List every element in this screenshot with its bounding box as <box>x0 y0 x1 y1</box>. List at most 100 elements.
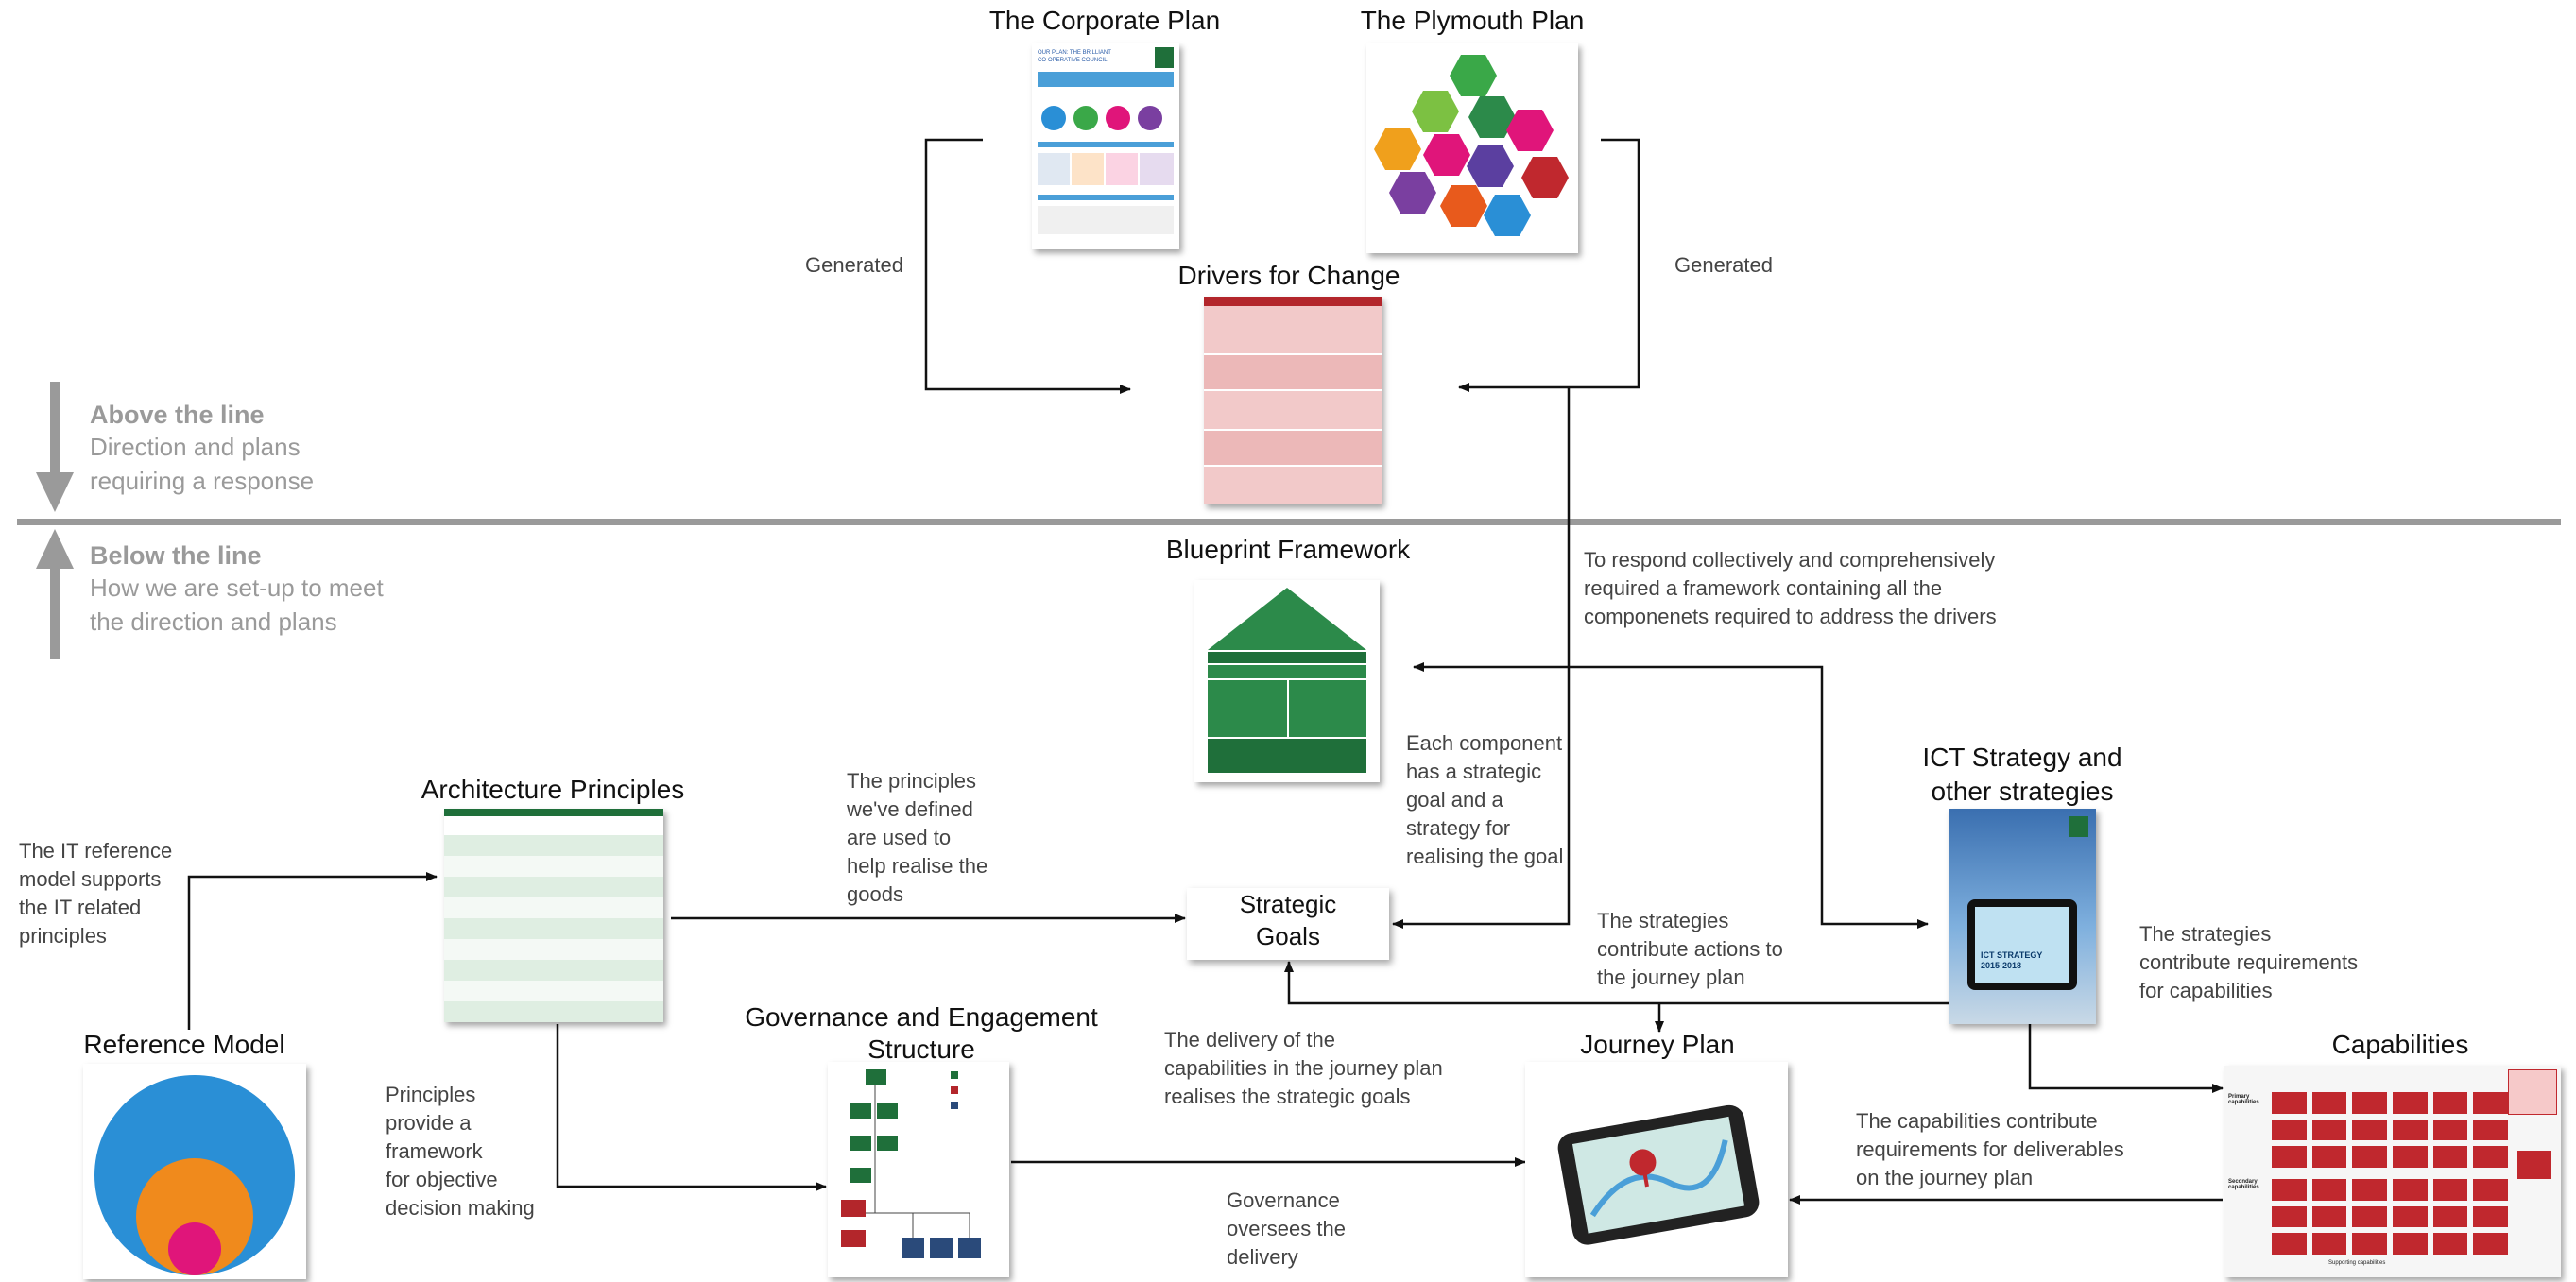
principles-note-4: help realise the <box>847 854 988 878</box>
corporate-thumb-line-1: OUR PLAN: THE BRILLIANT <box>1038 50 1111 56</box>
principles-framework-note-4: for objective <box>386 1168 498 1191</box>
principles-note-3: are used to <box>847 826 952 849</box>
journey-phone-graphic <box>1557 1104 1760 1245</box>
plymouth-plan-thumbnail <box>1366 43 1578 253</box>
capabilities-contribute-note-1: The capabilities contribute <box>1856 1109 2098 1133</box>
above-sub-2: requiring a response <box>90 467 315 495</box>
below-section-label: Below the line How we are set-up to meet… <box>90 541 384 639</box>
governance-note: Governance oversees the delivery <box>1227 1187 1346 1272</box>
framework-note: To respond collectively and comprehensiv… <box>1584 546 1997 631</box>
above-sub-1: Direction and plans <box>90 433 301 461</box>
capabilities-thumbnail: Primary capabilities Secondary capabilit… <box>2224 1066 2561 1277</box>
principles-framework-note-5: decision making <box>386 1196 535 1220</box>
ict-to-capabilities-arrow <box>2028 1024 2224 1093</box>
cap-supporting-label: Supporting capabilities <box>2328 1260 2386 1266</box>
drivers-title: Drivers for Change <box>1177 261 1400 290</box>
strategies-requirements-note-3: for capabilities <box>2139 979 2273 1002</box>
drivers-thumbnail <box>1204 297 1382 504</box>
ict-cover-line-2: 2015-2018 <box>1981 961 2022 970</box>
above-heading: Above the line <box>90 401 265 429</box>
principles-framework-note-1: Principles <box>386 1083 476 1106</box>
capabilities-contribute-note: The capabilities contribute requirements… <box>1856 1107 2124 1192</box>
ict-strategy-thumbnail: ICT STRATEGY 2015-2018 <box>1949 809 2096 1024</box>
delivery-note: The delivery of the capabilities in the … <box>1164 1026 1443 1111</box>
component-note-5: realising the goal <box>1406 845 1564 868</box>
blueprint-to-ict <box>1569 665 1929 929</box>
journey-plan-thumbnail <box>1525 1062 1788 1277</box>
cap-primary-label: Primary capabilities <box>2228 1094 2259 1105</box>
ict-strategy-title: ICT Strategy and other strategies <box>1880 741 2164 809</box>
corp-to-drivers-arrow <box>924 138 1131 394</box>
above-section-label: Above the line Direction and plans requi… <box>90 401 314 498</box>
refmodel-to-principles-arrow <box>187 872 438 1030</box>
it-reference-note-4: principles <box>19 924 107 948</box>
governance-org-graphic <box>841 1069 981 1258</box>
delivery-note-3: realises the strategic goals <box>1164 1085 1411 1108</box>
generated-right-note: Generated <box>1674 253 1773 277</box>
strategies-requirements-note-2: contribute requirements <box>2139 950 2359 974</box>
strategies-actions-note: The strategies contribute actions to the… <box>1597 907 1783 992</box>
principles-note-5: goods <box>847 882 903 906</box>
principles-note-1: The principles <box>847 769 976 793</box>
framework-note-2: required a framework containing all the <box>1584 576 1943 600</box>
below-arrow-icon <box>36 529 74 659</box>
arch-principles-thumbnail <box>444 809 663 1022</box>
strategic-goals-label-2: Goals <box>1256 922 1320 950</box>
arch-principles-title: Architecture Principles <box>421 775 685 804</box>
governance-title-2: Structure <box>867 1034 975 1064</box>
strategies-requirements-note-1: The strategies <box>2139 922 2272 946</box>
principles-framework-note: Principles provide a framework for objec… <box>386 1081 535 1222</box>
journey-plan-title: Journey Plan <box>1580 1030 1735 1059</box>
plymouth-plan-graphic <box>1374 55 1569 236</box>
reference-model-graphic <box>94 1075 295 1275</box>
ict-to-goals-arrow <box>1284 961 1949 1005</box>
plymouth-plan-title: The Plymouth Plan <box>1360 6 1585 35</box>
below-sub-2: the direction and plans <box>90 607 337 636</box>
below-heading: Below the line <box>90 541 262 570</box>
component-note-3: goal and a <box>1406 788 1503 812</box>
capabilities-title: Capabilities <box>2331 1030 2469 1059</box>
blueprint-title: Blueprint Framework <box>1165 535 1411 564</box>
principles-framework-note-2: provide a <box>386 1111 472 1135</box>
it-reference-note: The IT reference model supports the IT r… <box>19 837 172 950</box>
ict-cover-line-1: ICT STRATEGY <box>1981 950 2043 960</box>
blueprint-thumbnail <box>1194 580 1380 782</box>
reference-model-thumbnail <box>83 1064 306 1279</box>
principles-to-governance-arrow <box>556 1024 827 1191</box>
framework-trunk <box>1392 387 1571 929</box>
governance-thumbnail <box>828 1062 1009 1277</box>
corporate-thumb-line-2: CO-OPERATIVE COUNCIL <box>1038 58 1108 63</box>
governance-note-2: oversees the <box>1227 1217 1346 1240</box>
it-reference-note-2: model supports <box>19 867 162 891</box>
corporate-plan-title: The Corporate Plan <box>988 6 1221 35</box>
ict-strategy-title-2: other strategies <box>1931 777 2114 806</box>
corporate-plan-thumbnail: OUR PLAN: THE BRILLIANT CO-OPERATIVE COU… <box>1032 43 1179 249</box>
generated-left-note: Generated <box>805 253 903 277</box>
strategic-goals-label-1: Strategic <box>1239 890 1337 918</box>
component-note-1: Each component <box>1406 731 1563 755</box>
governance-note-3: delivery <box>1227 1245 1298 1269</box>
principles-note: The principles we've defined are used to… <box>847 767 987 909</box>
delivery-note-2: capabilities in the journey plan <box>1164 1056 1443 1080</box>
cap-secondary-label: Secondary capabilities <box>2228 1179 2259 1190</box>
it-reference-note-3: the IT related <box>19 896 142 919</box>
plymouth-to-drivers-arrow <box>1458 138 1640 392</box>
strategies-actions-note-2: contribute actions to <box>1597 937 1783 961</box>
reference-model-title: Reference Model <box>83 1030 285 1059</box>
strategies-requirements-note: The strategies contribute requirements f… <box>2139 920 2358 1005</box>
delivery-note-1: The delivery of the <box>1164 1028 1335 1051</box>
governance-title: Governance and Engagement Structure <box>737 1001 1106 1066</box>
strategies-actions-note-3: the journey plan <box>1597 966 1745 989</box>
it-reference-note-1: The IT reference <box>19 839 173 863</box>
strategies-actions-note-1: The strategies <box>1597 909 1729 932</box>
above-arrow-icon <box>36 382 74 512</box>
framework-note-1: To respond collectively and comprehensiv… <box>1584 548 1996 572</box>
component-note: Each component has a strategic goal and … <box>1406 729 1563 871</box>
capabilities-contribute-note-3: on the journey plan <box>1856 1166 2034 1189</box>
capabilities-contribute-note-2: requirements for deliverables <box>1856 1137 2124 1161</box>
governance-title-1: Governance and Engagement <box>745 1002 1098 1032</box>
principles-framework-note-3: framework <box>386 1139 483 1163</box>
component-note-4: strategy for <box>1406 816 1511 840</box>
principles-note-2: we've defined <box>847 797 973 821</box>
